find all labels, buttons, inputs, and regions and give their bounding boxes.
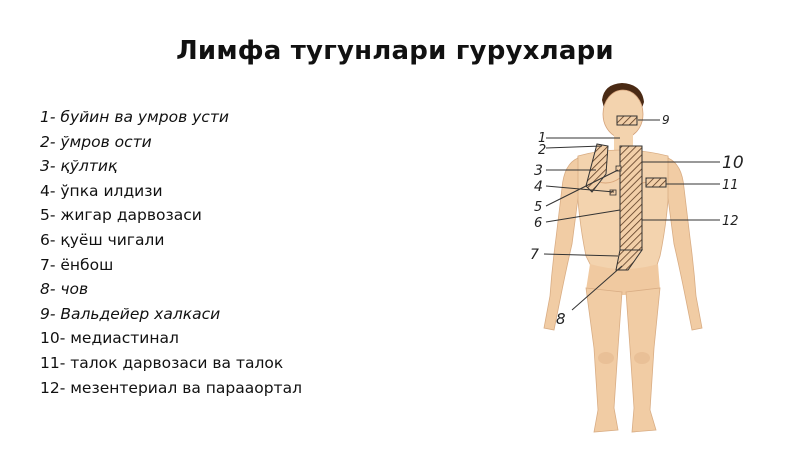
legend-item: 6- қуёш чигали — [40, 230, 165, 249]
label-9: 9 — [662, 113, 670, 127]
legend-item: 4- ўпка илдизи — [40, 181, 163, 200]
leader-lines — [543, 119, 720, 311]
legend-list: 1- буйин ва умров усти 2- ўмров ости 3- … — [40, 105, 302, 400]
legend-item: 2- ўмров ости — [40, 132, 152, 151]
lymph-node-diagram: 1 2 3 4 5 6 7 8 9 10 11 12 — [530, 83, 744, 433]
label-3: 3 — [534, 163, 543, 179]
legend-item: 10- медиастинал — [40, 329, 179, 348]
legend-item: 11- талок дарвозаси ва талок — [40, 353, 284, 372]
label-11: 11 — [722, 178, 739, 193]
label-2: 2 — [538, 143, 546, 158]
lymph-node-regions — [585, 115, 667, 271]
legend-item: 7- ёнбош — [40, 255, 114, 274]
label-5: 5 — [534, 200, 542, 215]
legend-item: 8- чов — [40, 280, 89, 299]
label-6: 6 — [534, 216, 542, 231]
label-8: 8 — [556, 310, 566, 328]
legend-item: 1- буйин ва умров усти — [40, 108, 229, 126]
label-10: 10 — [722, 153, 744, 173]
label-1: 1 — [538, 131, 546, 146]
legend-item: 5- жигар дарвозаси — [40, 206, 202, 225]
label-4: 4 — [534, 179, 543, 195]
region-number-labels: 1 2 3 4 5 6 7 8 9 10 11 12 — [530, 113, 744, 328]
legend-item: 12- мезентериал ва парааортал — [40, 378, 302, 397]
slide-title: Лимфа тугунлари гурухлари — [176, 36, 614, 66]
label-7: 7 — [530, 247, 539, 263]
body-illustration: 1 2 3 4 5 6 7 8 9 10 11 12 — [520, 78, 780, 440]
legend-item: 9- Вальдейер халкаси — [40, 304, 221, 323]
legend-item: 3- қўлтиқ — [40, 157, 118, 176]
label-12: 12 — [722, 214, 739, 229]
